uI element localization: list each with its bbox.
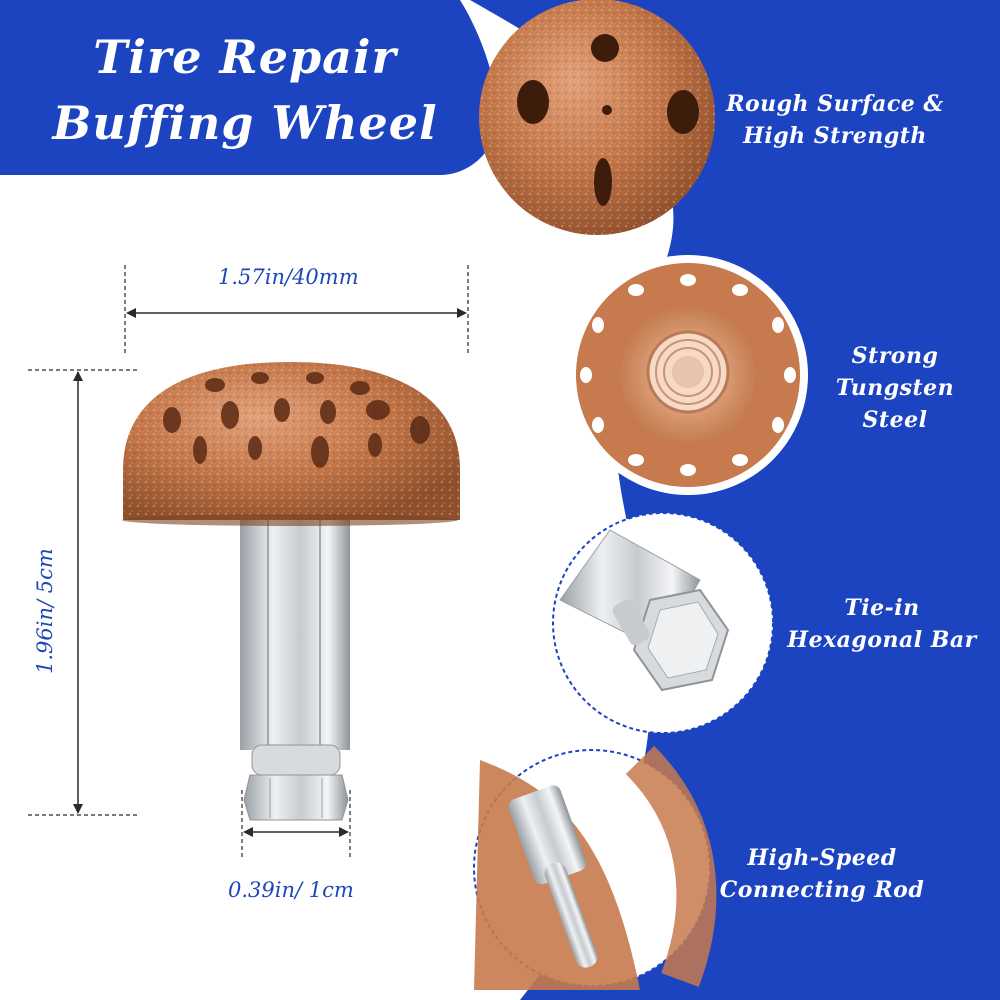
threaded-hub-closeup-icon [568,255,808,495]
title-line-2: Buffing Wheel [52,96,438,150]
feature-label-tungsten-steel: Strong Tungsten Steel [800,340,990,436]
feature-1-line-2: High Strength [743,123,927,149]
feature-label-rough-surface: Rough Surface & High Strength [720,88,950,152]
feature-2-line-2: Tungsten Steel [835,375,955,433]
shank-dimension-label: 0.39in/ 1cm [228,878,354,902]
shank-dimension-line [241,790,351,860]
feature-2-line-1: Strong [851,343,939,369]
feature-3-line-2: Hexagonal Bar [787,627,977,653]
feature-4-line-2: Connecting Rod [719,877,925,903]
connecting-rod-closeup-icon [473,745,717,990]
feature-1-line-1: Rough Surface & [726,91,944,117]
height-dimension-text: 1.96in/ 5cm [33,548,57,674]
hex-shank-closeup-icon [552,512,774,734]
title-line-1: Tire Repair [93,30,397,84]
feature-label-hexagonal-bar: Tie-in Hexagonal Bar [782,592,982,656]
feature-3-line-1: Tie-in [844,595,920,621]
feature-label-connecting-rod: High-Speed Connecting Rod [712,842,932,906]
title-panel: Tire Repair Buffing Wheel [0,0,500,175]
width-dimension-line [124,265,469,355]
width-dimension-label: 1.57in/40mm [218,265,359,289]
hex-shank [240,515,350,821]
buffing-head-closeup-icon [479,0,715,235]
buffing-head [122,362,460,526]
feature-4-line-1: High-Speed [747,845,897,871]
height-dimension-line [28,369,140,816]
